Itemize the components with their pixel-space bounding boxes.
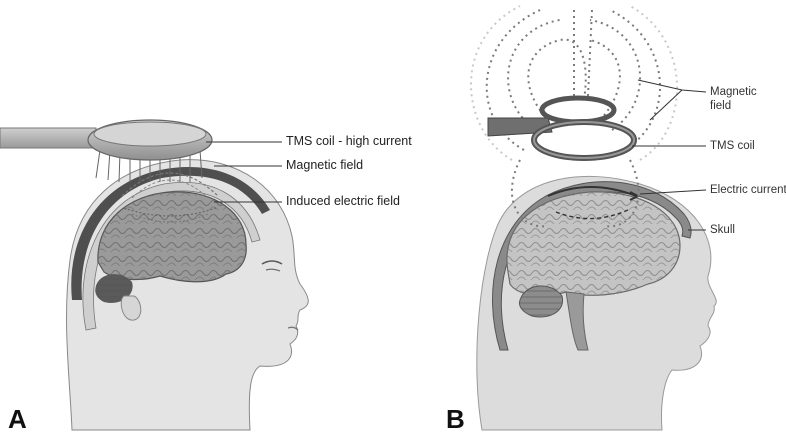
label-tms-coil-high-current: TMS coil - high current [286,134,412,148]
label-tms-coil-b: TMS coil [710,140,755,153]
coil-ring-upper-b [542,98,614,122]
label-magnetic-b-line2: field [710,100,731,113]
label-magnetic-b-line1: Magnetic [710,86,757,99]
label-skull: Skull [710,224,735,237]
panel-letter-b: B [446,404,465,435]
panel-b [471,6,716,430]
coil-handle-a [0,128,96,148]
label-electric-current: Electric current [710,184,786,197]
panel-letter-a: A [8,404,27,435]
panel-a [0,120,308,430]
label-induced-electric-field: Induced electric field [286,194,400,208]
leader-magnetic-b [638,80,706,120]
label-magnetic-field-a: Magnetic field [286,158,363,172]
